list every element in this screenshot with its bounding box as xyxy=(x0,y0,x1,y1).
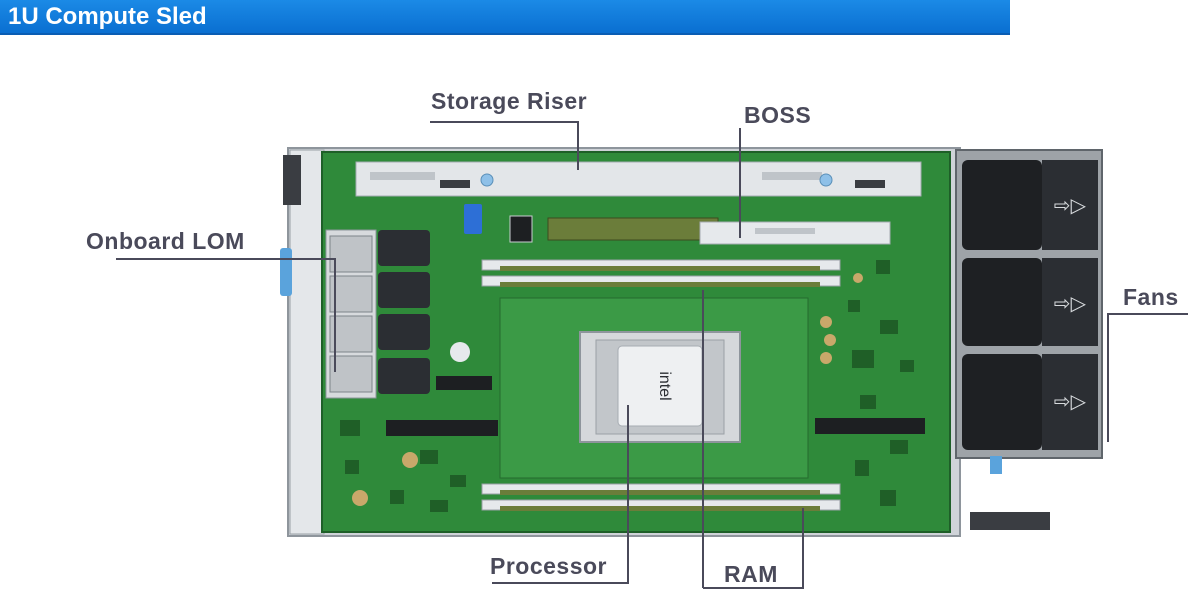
airflow-arrow-icon: ⇨▷ xyxy=(1054,389,1087,413)
processor: intel xyxy=(579,331,741,443)
fans-leader xyxy=(1107,313,1188,442)
storage-riser xyxy=(355,161,922,197)
boss-card xyxy=(547,217,891,245)
leader-lines xyxy=(116,121,1188,589)
airflow-arrow-icon: ⇨▷ xyxy=(1054,291,1087,315)
fan-3: ⇨▷ xyxy=(962,354,1098,450)
ram-leader-right xyxy=(703,508,804,589)
storage-riser-leader xyxy=(430,121,579,170)
callout-storage-riser: Storage Riser xyxy=(431,88,588,114)
fan-2: ⇨▷ xyxy=(962,258,1098,346)
onboard-lom-leader xyxy=(116,258,336,372)
callout-fans: Fans xyxy=(1123,284,1179,310)
callout-processor: Processor xyxy=(490,553,608,579)
header-bar: 1U Compute Sled xyxy=(0,0,1010,35)
page-title: 1U Compute Sled xyxy=(8,3,207,30)
fan-bay: ⇨▷ ⇨▷ ⇨▷ xyxy=(955,149,1103,474)
ram-modules-top xyxy=(481,259,841,287)
release-latch xyxy=(280,248,292,296)
callout-onboard-lom: Onboard LOM xyxy=(86,228,245,254)
callout-ram: RAM xyxy=(724,561,778,587)
fan-1: ⇨▷ xyxy=(962,160,1098,250)
ram-modules-bottom xyxy=(481,483,841,511)
dell-pull-tab xyxy=(283,155,301,205)
usb-port xyxy=(464,204,482,234)
callout-boss: BOSS xyxy=(744,102,812,128)
processor-leader xyxy=(492,405,629,584)
cpu-brand-label: intel xyxy=(656,371,673,400)
onboard-lom-ports xyxy=(325,204,533,399)
airflow-arrow-icon: ⇨▷ xyxy=(1054,193,1087,217)
